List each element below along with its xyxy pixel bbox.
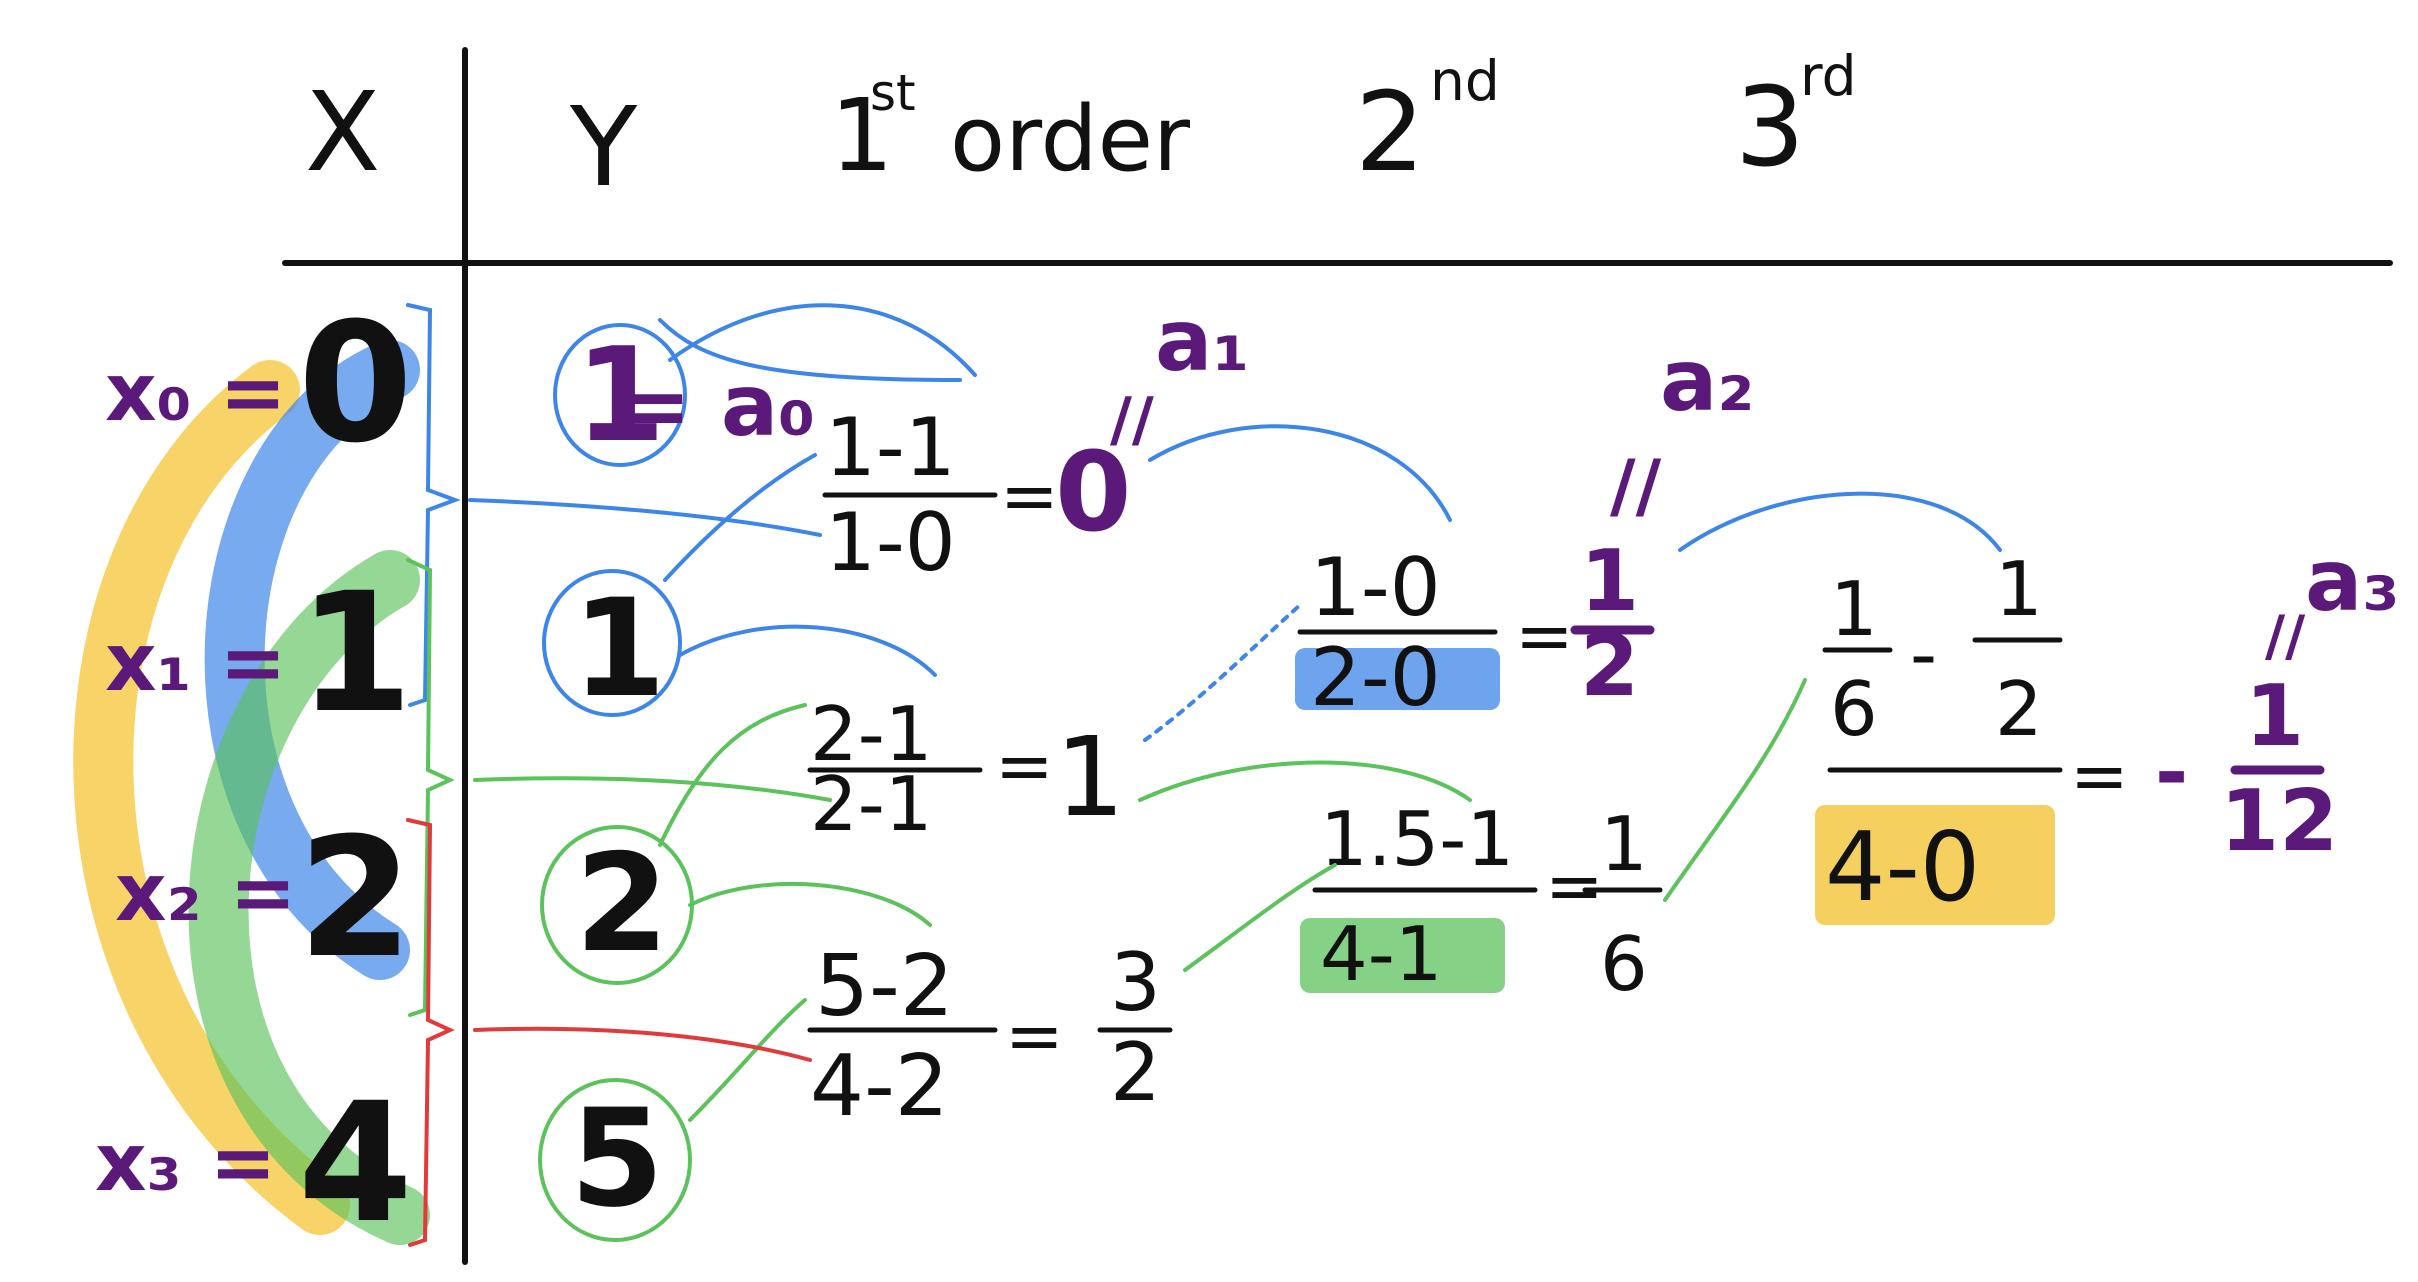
fo2-denominator: 2-1: [810, 760, 933, 848]
arrow-x-red-to-fo3: [473, 1026, 812, 1062]
arrow-y0-down: [658, 318, 962, 382]
to-denominator: 4-0: [1825, 813, 1980, 923]
x3-label: x₃ =: [95, 1116, 277, 1209]
so2-result-den: 6: [1600, 920, 1648, 1008]
fo2-numerator: 2-1: [810, 690, 933, 778]
header-second-sup: nd: [1430, 49, 1500, 113]
a0-label: = a₀: [620, 357, 815, 456]
a3-mark: //: [2265, 604, 2306, 668]
so1-numerator: 1-0: [1310, 541, 1441, 634]
so1-result-den: 2: [1580, 617, 1639, 716]
to-b-den: 2: [1995, 665, 2043, 753]
to-result-sign: -: [2155, 726, 2188, 819]
header-second-num: 2: [1355, 68, 1425, 196]
y-value-0: 1: [575, 319, 665, 471]
green-span-highlight: [188, 550, 430, 1245]
arrow-y2-to-fo3: [688, 881, 932, 927]
arrow-fo1-to-so1: [1148, 424, 1452, 522]
fo1-denominator: 1-0: [825, 496, 956, 589]
y0-circle: [553, 323, 687, 467]
a2-mark: //: [1610, 445, 1662, 527]
arrow-y2-to-fo2: [658, 703, 807, 847]
fo2-result: 1: [1055, 713, 1125, 841]
green-bracket: [406, 558, 455, 1017]
red-bracket: [406, 818, 455, 1247]
header-first-order-word: order: [950, 87, 1190, 192]
to-a-num: 1: [1830, 565, 1878, 653]
header-first-order-num: 1: [830, 77, 894, 194]
to-result-den: 12: [2220, 772, 2338, 871]
so1-equals: =: [1515, 595, 1574, 677]
arrow-so1-to-to: [1678, 491, 2002, 552]
arrow-fo2-to-so1: [1143, 603, 1302, 742]
a2-label: a₂: [1660, 332, 1755, 431]
x2-label: x₂ =: [115, 846, 297, 939]
arrow-y3-to-fo3: [688, 998, 807, 1122]
y1-circle: [542, 569, 682, 717]
a1-label: a₁: [1155, 292, 1250, 391]
arrow-y1-to-fo1: [663, 453, 817, 582]
so1-denominator: 2-0: [1310, 631, 1441, 724]
to-equals: =: [2070, 735, 2129, 817]
fo2-equals: =: [995, 725, 1054, 807]
so2-numerator: 1.5-1: [1320, 795, 1514, 883]
y-value-1: 1: [572, 570, 666, 727]
arrow-x-green-to-fo2: [473, 776, 832, 802]
so2-equals: =: [1545, 845, 1604, 927]
x0-label: x₀ =: [105, 346, 287, 439]
yellow-span-highlight: [73, 360, 350, 1235]
header-third-sup: rd: [1800, 44, 1857, 108]
y3-circle: [538, 1078, 692, 1242]
header-x: X: [305, 68, 380, 196]
blue-span-highlight: [204, 340, 420, 980]
so2-den-highlight: [1300, 918, 1505, 993]
arrow-fo3-to-so2: [1183, 863, 1337, 972]
arrow-y1-to-fo2: [678, 624, 937, 677]
a3-label: a₃: [2305, 532, 2400, 631]
fo3-equals: =: [1005, 995, 1064, 1077]
blue-bracket: [406, 303, 461, 707]
to-a-den: 6: [1830, 665, 1878, 753]
so2-result-num: 1: [1600, 800, 1648, 888]
x-value-2: 2: [298, 802, 413, 994]
to-result-num: 1: [2245, 667, 2304, 766]
y-value-3: 5: [570, 1080, 664, 1237]
fo1-result: 0: [1055, 428, 1132, 556]
fo3-denominator: 4-2: [810, 1037, 949, 1136]
fo3-result-den: 2: [1110, 1026, 1161, 1119]
header-y: Y: [569, 83, 638, 211]
fo1-numerator: 1-1: [825, 401, 956, 494]
arrow-so2-to-to: [1663, 678, 1807, 902]
so2-denominator: 4-1: [1320, 910, 1443, 998]
to-b-num: 1: [1995, 545, 2043, 633]
x-value-0: 0: [298, 287, 413, 479]
to-minus: -: [1910, 610, 1937, 698]
header-first-order-sup: st: [870, 64, 916, 122]
x-value-3: 4: [298, 1067, 413, 1259]
x1-label: x₁ =: [105, 616, 287, 709]
so1-den-highlight: [1295, 648, 1500, 710]
arrow-y0-to-fo1: [668, 303, 977, 377]
arrow-x-blue-to-fo1: [468, 498, 822, 537]
a1-mark: //: [1110, 385, 1154, 455]
header-third-num: 3: [1735, 63, 1805, 191]
so1-result-num: 1: [1580, 532, 1639, 631]
y-value-2: 2: [575, 825, 669, 982]
fo1-equals: =: [1000, 455, 1059, 537]
arrow-fo2-to-so2: [1138, 760, 1472, 802]
fo3-result-num: 3: [1110, 936, 1161, 1029]
fo3-numerator: 5-2: [815, 937, 954, 1036]
x-value-1: 1: [298, 557, 413, 749]
to-den-highlight: [1815, 805, 2055, 925]
